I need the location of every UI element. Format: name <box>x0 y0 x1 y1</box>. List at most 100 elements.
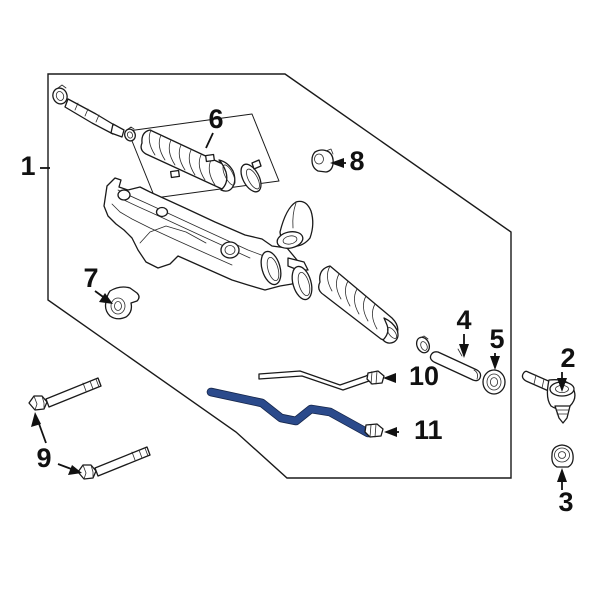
right-bellows-convolutions <box>327 265 378 330</box>
mounting-bushing-bore <box>114 301 122 311</box>
housing-bore-ring-2 <box>291 265 313 301</box>
tie-rod-clamp-left-inner <box>55 91 65 101</box>
bellows-boot-part-6[interactable] <box>140 129 265 195</box>
leader-11-arrowhead <box>384 427 397 437</box>
tie-rod-clamp-left-tab <box>57 84 67 89</box>
right-bellows-tip <box>382 317 399 344</box>
jam-nut-mid <box>486 373 502 391</box>
mounting-bushing-outer-ring <box>110 297 126 315</box>
leader-9-upper-line <box>37 420 47 444</box>
housing-bore-ring-1 <box>260 250 282 286</box>
bolt-upper-threads <box>82 378 100 392</box>
tie-rod-shaft-ribs <box>74 102 100 123</box>
right-bellows-boot[interactable] <box>318 265 432 355</box>
power-steering-return-tube-part-10[interactable] <box>258 370 385 391</box>
callout-label-7[interactable]: 7 <box>83 263 98 293</box>
right-bellows-clamp-inner <box>420 341 428 351</box>
callout-label-8[interactable]: 8 <box>349 146 364 176</box>
bellows-boot-6-collar <box>218 159 236 192</box>
bellows-boot-inset-box[interactable] <box>127 113 280 199</box>
outer-tie-rod-end-part-2[interactable] <box>521 370 576 424</box>
adjusting-sleeve-mark <box>457 348 463 357</box>
tie-rod-end-nut-part-3[interactable] <box>551 444 574 468</box>
leader-9-upper <box>31 412 47 444</box>
pinion-valve-flange <box>276 231 304 249</box>
callout-label-2[interactable]: 2 <box>560 343 575 373</box>
leader-8 <box>330 158 346 168</box>
tie-rod-end-shank-ribs <box>533 374 545 389</box>
bolt-lower-head-facets <box>82 464 94 480</box>
tie-rod-end-shank <box>521 370 554 393</box>
callout-label-1[interactable]: 1 <box>20 151 35 181</box>
tie-rod-clamp-right-tab <box>127 126 135 130</box>
leader-3-arrowhead <box>557 468 567 482</box>
tie-rod-end-stud <box>554 405 571 424</box>
inner-tie-rod[interactable] <box>51 84 137 142</box>
tie-rod-tip <box>110 123 125 138</box>
leader-5-arrowhead <box>490 356 500 370</box>
callout-label-9[interactable]: 9 <box>36 443 51 473</box>
leader-9-lower <box>57 463 82 475</box>
pressure-tube-fitting-ribs <box>369 423 377 438</box>
leader-2-arrowhead <box>557 378 567 392</box>
housing-bore-ring-2-inner <box>297 271 311 297</box>
leader-9-lower-arrowhead <box>68 465 82 475</box>
leader-10 <box>383 373 396 383</box>
leader-8-arrowhead <box>330 158 344 168</box>
mounting-bolt-lower[interactable] <box>77 446 151 480</box>
callout-label-11[interactable]: 11 <box>414 415 443 445</box>
nut-bore <box>558 451 567 459</box>
gear-housing-boss-1 <box>117 189 131 201</box>
boot-clamp-part-8[interactable] <box>311 148 334 173</box>
boot-clamp-bore <box>314 153 324 165</box>
tie-rod-clamp-left <box>52 87 68 105</box>
inset-box-outline <box>127 113 280 199</box>
right-bellows-tip-bore <box>386 327 398 339</box>
pinion-valve-seam <box>292 202 297 229</box>
leader-4 <box>459 334 469 358</box>
leader-5 <box>490 353 500 370</box>
callout-label-3[interactable]: 3 <box>558 487 573 517</box>
steering-gear-housing[interactable] <box>103 177 315 302</box>
leader-9-upper-arrowhead <box>31 412 41 427</box>
bellows-clamp-ring-inner <box>246 168 260 190</box>
gear-housing-boss-3-bore <box>224 245 236 255</box>
leader-3 <box>557 468 567 490</box>
bellows-clamp-ring <box>240 163 262 193</box>
boot-clamp-body <box>311 149 334 173</box>
pressure-tube-fitting <box>364 423 384 438</box>
callout-label-10[interactable]: 10 <box>409 361 439 391</box>
tie-rod-adjusting-sleeve[interactable] <box>429 348 482 382</box>
bolt-lower-shank <box>94 446 151 477</box>
housing-bore-ring-1-inner <box>266 256 280 282</box>
callout-label-6[interactable]: 6 <box>208 104 223 134</box>
mounting-bolt-upper[interactable] <box>28 377 102 411</box>
leader-6-line <box>205 132 214 149</box>
gear-housing-contour-4 <box>139 225 207 244</box>
right-bellows-clamp-tab <box>419 335 429 340</box>
jam-nut-bore <box>489 377 498 387</box>
adjusting-sleeve-end <box>473 369 478 380</box>
return-tube-fitting-ribs <box>370 370 378 385</box>
leader-10-arrowhead <box>383 373 396 383</box>
bellows-boot-6-convolutions <box>148 129 216 186</box>
tie-rod-clamp-right-inner <box>127 131 133 139</box>
leader-4-arrowhead <box>459 344 469 358</box>
bellows-boot-6-tab-bottom <box>169 169 181 179</box>
boot-clamp-tab <box>325 148 334 155</box>
jam-nut-outer <box>482 369 506 395</box>
callout-label-4[interactable]: 4 <box>456 305 471 335</box>
nut-outer-ring <box>554 447 570 463</box>
power-steering-pressure-tube-part-11[interactable] <box>206 387 384 438</box>
callout-label-5[interactable]: 5 <box>489 324 504 354</box>
gear-housing-boss-2 <box>155 206 169 218</box>
leader-7 <box>94 290 113 304</box>
leader-6 <box>205 132 214 149</box>
bolt-upper-head-facets <box>33 395 45 411</box>
jam-nut[interactable] <box>482 369 506 395</box>
gear-housing-boss-3 <box>220 241 240 259</box>
leader-7-arrowhead <box>99 293 113 304</box>
leader-11 <box>384 427 399 437</box>
